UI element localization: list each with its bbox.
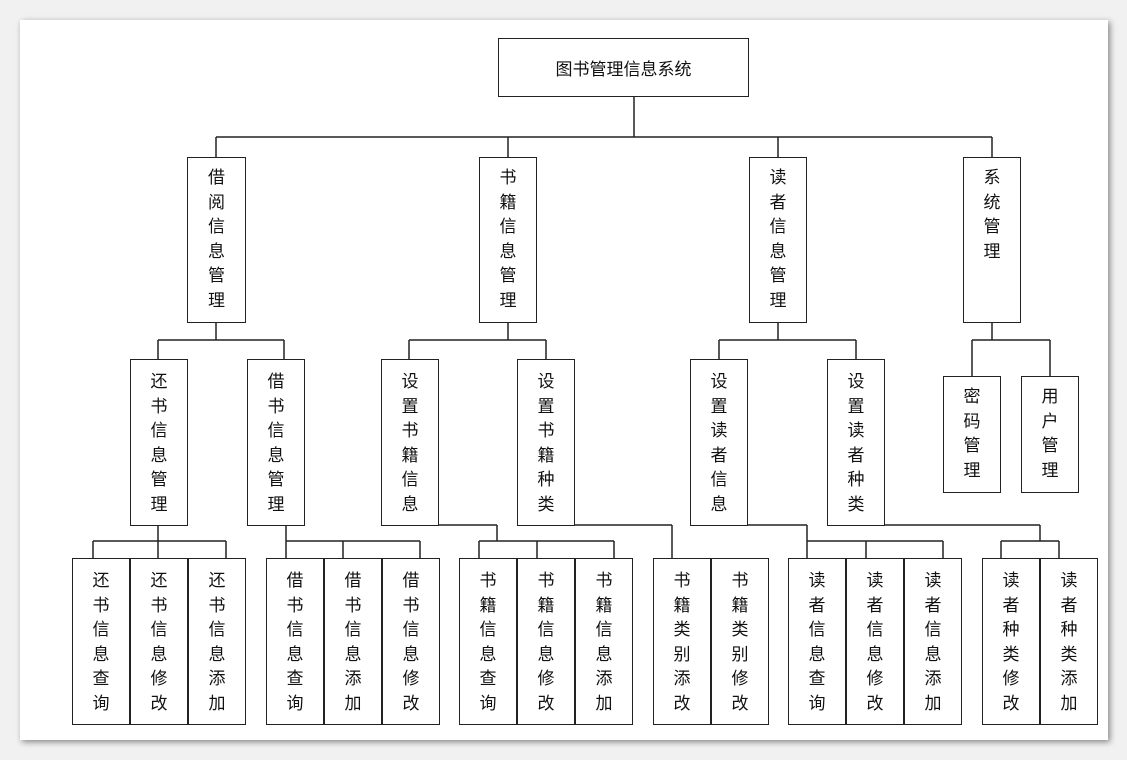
submodule-node: 还书信息管理 <box>130 359 188 526</box>
node-label: 书籍信息管理 <box>499 168 517 311</box>
root-node: 图书管理信息系统 <box>498 38 749 97</box>
node-label: 读者种类添加 <box>1060 571 1078 714</box>
function-node: 书籍信息修改 <box>517 558 575 725</box>
node-label: 借书信息查询 <box>286 571 304 714</box>
submodule-node: 密码管理 <box>943 376 1001 493</box>
node-label: 读者信息添加 <box>924 571 942 714</box>
module-node: 读者信息管理 <box>749 157 807 323</box>
function-node: 书籍信息查询 <box>459 558 517 725</box>
node-label: 书籍信息查询 <box>479 571 497 714</box>
function-node: 读者种类添加 <box>1040 558 1098 725</box>
function-node: 书籍类别添改 <box>653 558 711 725</box>
node-label: 系统管理 <box>983 168 1001 262</box>
function-node: 读者种类修改 <box>982 558 1040 725</box>
function-node: 借书信息添加 <box>324 558 382 725</box>
submodule-node: 设置读者种类 <box>827 359 885 526</box>
submodule-node: 设置读者信息 <box>690 359 748 526</box>
module-node: 系统管理 <box>963 157 1021 323</box>
function-node: 借书信息查询 <box>266 558 324 725</box>
submodule-node: 用户管理 <box>1021 376 1079 493</box>
function-node: 还书信息查询 <box>72 558 130 725</box>
node-label: 读者信息修改 <box>866 571 884 714</box>
node-label: 还书信息添加 <box>208 571 226 714</box>
node-label: 用户管理 <box>1041 387 1059 481</box>
node-label: 读者信息管理 <box>769 168 787 311</box>
node-label: 借阅信息管理 <box>208 168 225 311</box>
module-node: 书籍信息管理 <box>479 157 537 323</box>
node-label: 设置书籍种类 <box>537 372 555 515</box>
function-node: 借书信息修改 <box>382 558 440 725</box>
function-node: 还书信息添加 <box>188 558 246 725</box>
function-node: 书籍信息添加 <box>575 558 633 725</box>
function-node: 书籍类别修改 <box>711 558 769 725</box>
node-label: 借书信息管理 <box>267 372 285 515</box>
node-label: 设置读者信息 <box>710 372 728 515</box>
node-label: 书籍信息添加 <box>595 571 613 714</box>
node-label: 设置读者种类 <box>847 372 865 515</box>
node-label: 读者信息查询 <box>808 571 826 714</box>
node-label: 设置书籍信息 <box>401 372 419 515</box>
node-label: 密码管理 <box>963 387 981 481</box>
node-label: 还书信息查询 <box>92 571 110 714</box>
submodule-node: 借书信息管理 <box>247 359 305 526</box>
node-label: 还书信息管理 <box>150 372 168 515</box>
node-label: 书籍类别添改 <box>673 571 691 714</box>
function-node: 还书信息修改 <box>130 558 188 725</box>
node-label: 图书管理信息系统 <box>555 60 692 80</box>
node-label: 读者种类修改 <box>1002 571 1020 714</box>
submodule-node: 设置书籍种类 <box>517 359 575 526</box>
submodule-node: 设置书籍信息 <box>381 359 439 526</box>
node-label: 还书信息修改 <box>150 571 168 714</box>
node-label: 借书信息添加 <box>344 571 362 714</box>
function-node: 读者信息查询 <box>788 558 846 725</box>
function-node: 读者信息添加 <box>904 558 962 725</box>
node-label: 书籍信息修改 <box>537 571 555 714</box>
module-node: 借阅信息管理 <box>187 157 246 323</box>
function-node: 读者信息修改 <box>846 558 904 725</box>
node-label: 书籍类别修改 <box>731 571 749 714</box>
node-label: 借书信息修改 <box>402 571 420 714</box>
